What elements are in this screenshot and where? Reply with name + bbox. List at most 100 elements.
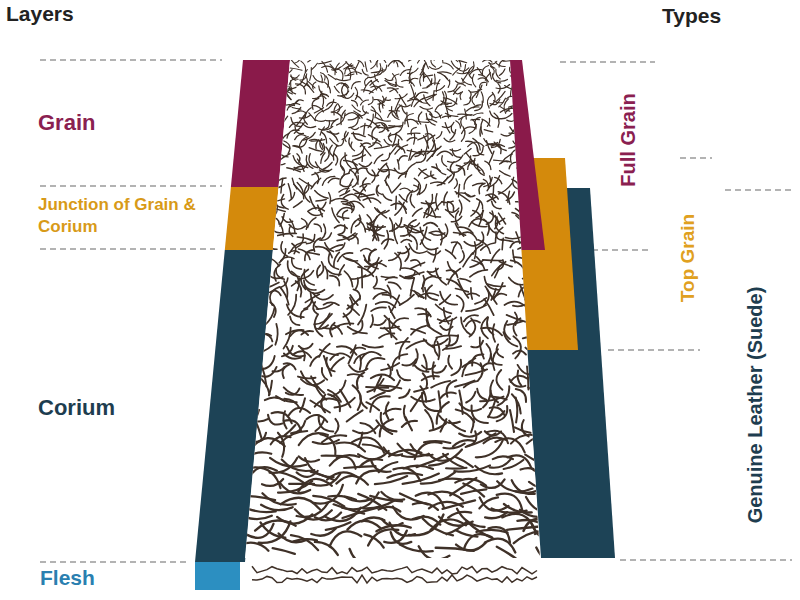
fibre (416, 121, 429, 122)
fibre (312, 63, 318, 70)
fibre (274, 199, 278, 216)
collagen-fibres (237, 52, 564, 565)
fibre (295, 58, 301, 64)
fibre (306, 156, 313, 169)
fibre (472, 222, 487, 227)
fibre (464, 149, 471, 155)
fibre (373, 143, 382, 147)
fibre (525, 455, 551, 469)
fibre (466, 305, 486, 311)
fibre (312, 98, 319, 109)
fibre (513, 351, 526, 355)
fibre (484, 178, 492, 187)
fibre (376, 302, 396, 308)
fibre (342, 83, 346, 97)
fibre (276, 396, 297, 402)
fibre (360, 356, 361, 370)
fibre (330, 131, 339, 134)
fibre (398, 147, 405, 153)
fibre (523, 275, 539, 279)
fibre (462, 78, 472, 85)
fibre (435, 202, 442, 211)
fibre (308, 218, 316, 228)
fibre (513, 257, 524, 259)
fibre (437, 342, 439, 360)
fibre (313, 485, 343, 504)
fibre (335, 419, 338, 434)
fibre (371, 86, 382, 91)
fibre (503, 60, 512, 62)
fibre (479, 497, 498, 508)
fibre (476, 440, 503, 457)
fibre (313, 302, 317, 314)
fibre (471, 419, 474, 432)
fibre (407, 112, 409, 126)
fibre (314, 224, 321, 232)
fibre (311, 293, 319, 309)
fibre (424, 223, 438, 227)
fibre (244, 358, 260, 368)
fibre (261, 365, 266, 387)
fibre (245, 342, 262, 346)
fibre (289, 86, 296, 94)
fibre (525, 300, 532, 309)
fibre (290, 316, 300, 325)
fibre (361, 248, 372, 251)
fibre (294, 166, 308, 170)
fibre (479, 75, 487, 86)
fibre (343, 194, 360, 200)
fibre (331, 119, 338, 127)
fibre (289, 225, 305, 230)
fibre (410, 262, 424, 268)
fibre (429, 450, 462, 466)
fibre (324, 302, 339, 305)
fibre (424, 95, 430, 106)
fibre (426, 309, 429, 326)
fibre (371, 307, 386, 311)
fibre (464, 175, 472, 189)
fibre (371, 110, 382, 120)
fibre (385, 81, 396, 86)
fibre (440, 326, 452, 330)
fibre (385, 180, 392, 192)
fibre (351, 127, 359, 129)
fibre (484, 130, 493, 132)
fibre (453, 56, 461, 67)
fibre (465, 109, 467, 119)
fibre (405, 247, 409, 262)
fibre (453, 68, 460, 75)
fibre (440, 316, 451, 323)
fibre (349, 116, 358, 127)
fibre (504, 332, 518, 346)
fibre (283, 365, 290, 379)
fibre (349, 365, 367, 372)
fibre (390, 218, 393, 231)
fibre (459, 200, 462, 215)
fibre (437, 177, 448, 186)
fibre (497, 91, 506, 101)
fibre (402, 106, 406, 114)
fibre (284, 420, 302, 431)
fibre (362, 69, 368, 75)
fibre (368, 52, 371, 62)
fibre (315, 173, 319, 184)
fibre (379, 103, 380, 112)
fibre (404, 272, 424, 278)
fibre (423, 373, 427, 388)
fibre (471, 341, 483, 348)
fibre (513, 177, 521, 189)
fibre (331, 357, 344, 369)
fibre (459, 432, 481, 437)
fibre (426, 114, 435, 126)
fibre (276, 154, 290, 163)
fibre (258, 317, 263, 335)
fibre (486, 344, 491, 362)
fibre (469, 67, 473, 79)
fibre (476, 90, 478, 98)
fibre (291, 75, 300, 78)
fibre (510, 410, 514, 432)
fibre (309, 208, 325, 211)
fibre (282, 346, 293, 357)
fibre (298, 159, 305, 171)
